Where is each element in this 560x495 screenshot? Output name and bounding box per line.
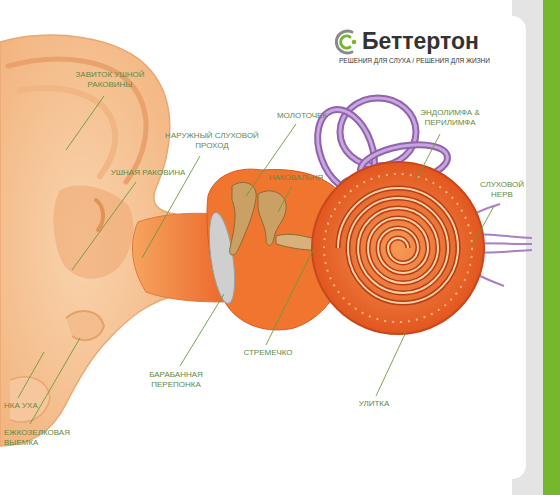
leader-lines — [18, 96, 494, 424]
cochlea — [312, 162, 484, 334]
part-label: НАРУЖНЫЙ СЛУХОВОЙ ПРОХОД — [160, 131, 264, 150]
part-label: МОЛОТОЧЕК — [277, 111, 327, 121]
part-label: ЕЖКОЗЕЛКОВАЯ ВЫЕМКА — [4, 428, 82, 447]
part-label: УШНАЯ РАКОВИНА — [111, 168, 186, 178]
part-label: ЭНДОЛИМФА & ПЕРИЛИМФА — [414, 108, 486, 127]
brand-name: Беттертон — [362, 28, 479, 56]
part-label: СТРЕМЕЧКО — [243, 348, 292, 358]
part-label: НАКОВАЛЬНЯ — [269, 173, 324, 183]
logo-icon — [336, 31, 356, 53]
panel — [0, 16, 526, 479]
part-label: БАРАБАННАЯ ПЕРЕПОНКА — [144, 370, 208, 389]
part-label: ЗАВИТОК УШНОЙ РАКОВИНЫ — [70, 70, 150, 89]
part-label: НКА УХА — [4, 401, 38, 411]
part-label: СЛУХОВОЙ НЕРВ — [476, 180, 528, 199]
brand-tagline: РЕШЕНИЯ ДЛЯ СЛУХА / РЕШЕНИЯ ДЛЯ ЖИЗНИ — [339, 57, 490, 65]
green-bar — [543, 0, 560, 495]
part-label: УЛИТКА — [359, 399, 390, 409]
